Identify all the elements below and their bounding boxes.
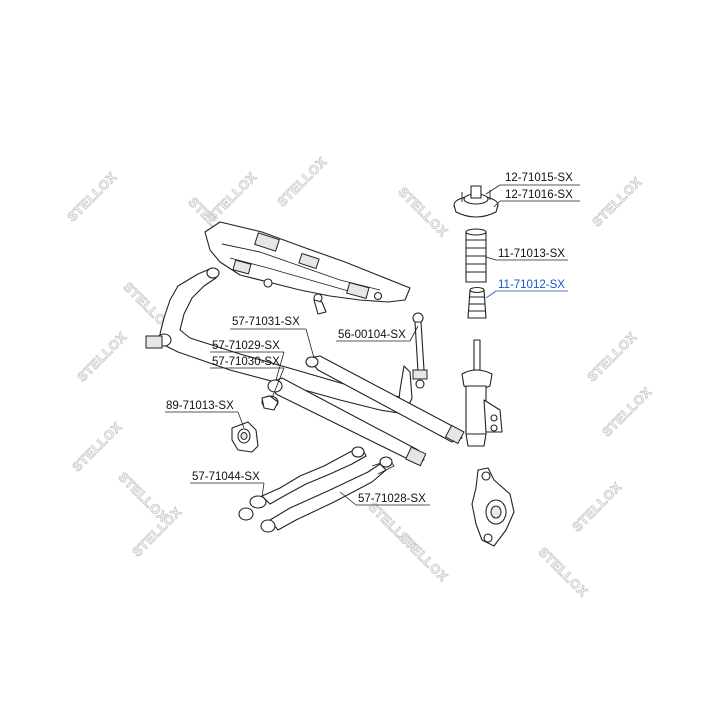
- bump-stop-drawing: [467, 286, 487, 319]
- watermark: STELLOX: [74, 329, 130, 385]
- rear-subframe-drawing: [204, 221, 411, 315]
- watermark: STELLOX: [274, 154, 330, 210]
- leader-lines: [165, 184, 580, 506]
- watermark: STELLOX: [599, 384, 655, 440]
- svg-text:STELLOX: STELLOX: [274, 154, 329, 209]
- svg-text:STELLOX: STELLOX: [395, 529, 450, 584]
- part-label-12-71016[interactable]: 12-71016-SX: [505, 189, 573, 201]
- svg-text:STELLOX: STELLOX: [599, 384, 654, 439]
- svg-text:STELLOX: STELLOX: [535, 544, 590, 599]
- watermark: STELLOX: [584, 329, 640, 385]
- part-label-12-71015[interactable]: 12-71015-SX: [505, 172, 573, 184]
- part-label-56-00104[interactable]: 56-00104-SX: [338, 329, 406, 341]
- svg-text:STELLOX: STELLOX: [69, 419, 124, 474]
- watermark: STELLOX: [535, 544, 591, 600]
- part-labels: 12-71015-SX 12-71016-SX 11-71013-SX 11-7…: [166, 172, 573, 505]
- trailing-arm-upper-drawing: [238, 446, 367, 521]
- lateral-link-upper-drawing: [305, 355, 465, 445]
- watermark: STELLOX: [395, 529, 451, 585]
- watermark: STELLOX: [64, 169, 120, 225]
- part-label-57-71029[interactable]: 57-71029-SX: [212, 340, 280, 352]
- dust-boot-drawing: [465, 228, 487, 283]
- bushing-drawing: [231, 421, 259, 453]
- part-label-11-71013[interactable]: 11-71013-SX: [498, 248, 565, 260]
- part-label-57-71031[interactable]: 57-71031-SX: [232, 316, 300, 328]
- part-label-57-71028[interactable]: 57-71028-SX: [358, 493, 426, 505]
- part-label-57-71030[interactable]: 57-71030-SX: [212, 356, 280, 368]
- lateral-link-lower-drawing: [261, 377, 427, 467]
- part-label-11-71012[interactable]: 11-71012-SX: [498, 279, 565, 291]
- svg-text:STELLOX: STELLOX: [584, 329, 639, 384]
- svg-text:STELLOX: STELLOX: [64, 169, 119, 224]
- watermark: STELLOX: [395, 184, 451, 240]
- stabilizer-link-drawing: [412, 312, 428, 389]
- shock-absorber-drawing: [461, 339, 503, 447]
- trailing-arm-lower-drawing: [260, 456, 395, 533]
- part-label-89-71013[interactable]: 89-71013-SX: [166, 400, 234, 412]
- strut-mount-drawing: [453, 185, 499, 218]
- part-label-57-71044[interactable]: 57-71044-SX: [192, 471, 260, 483]
- steering-knuckle-drawing: [471, 467, 515, 547]
- svg-text:STELLOX: STELLOX: [569, 479, 624, 534]
- watermark: STELLOX: [589, 174, 645, 230]
- svg-text:STELLOX: STELLOX: [589, 174, 644, 229]
- svg-text:STELLOX: STELLOX: [395, 184, 450, 239]
- watermark: STELLOX: [69, 419, 125, 475]
- svg-text:STELLOX: STELLOX: [74, 329, 129, 384]
- watermark: STELLOX: [569, 479, 625, 535]
